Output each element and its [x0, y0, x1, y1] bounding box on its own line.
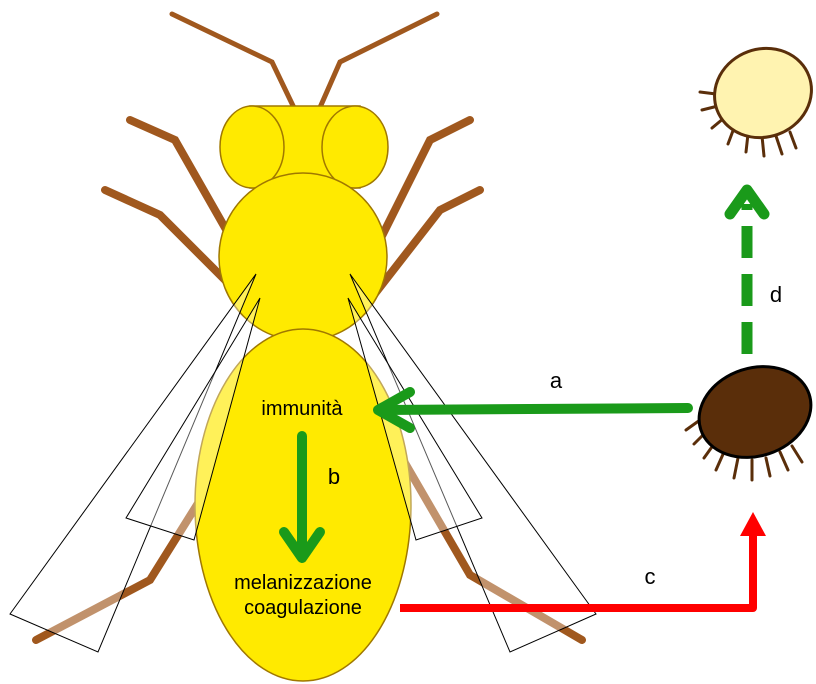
label-arrow-d: d	[770, 282, 782, 307]
label-arrow-b: b	[328, 464, 340, 489]
antennae	[172, 14, 437, 112]
arrow-d	[730, 190, 764, 354]
label-immunity: immunità	[261, 398, 343, 420]
mite-light	[700, 35, 816, 156]
label-coagulation: coagulazione	[244, 597, 362, 619]
mite-dark	[686, 353, 816, 480]
label-arrow-c: c	[645, 564, 656, 589]
label-melanization: melanizzazione	[234, 572, 372, 594]
bee-thorax	[219, 173, 387, 341]
label-arrow-a: a	[550, 368, 563, 393]
